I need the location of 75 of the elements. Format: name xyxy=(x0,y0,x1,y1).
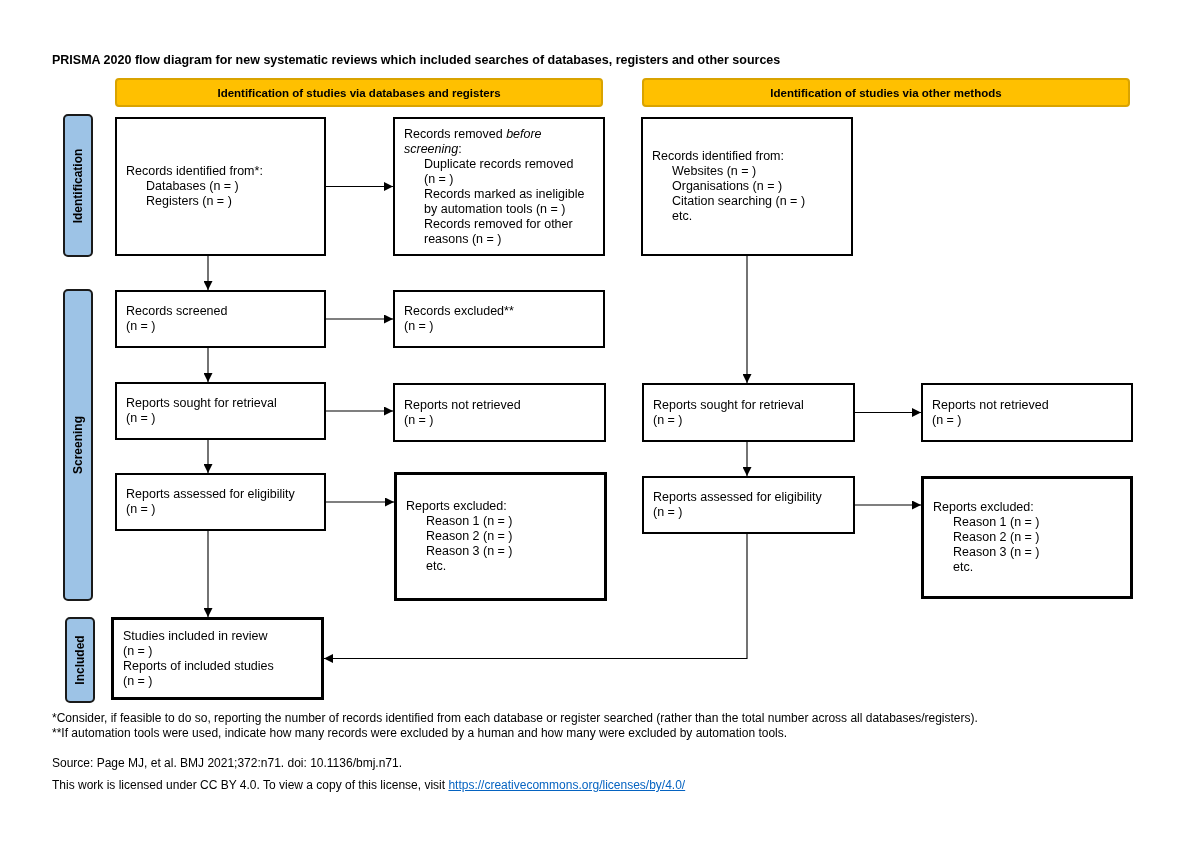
step-text: Duplicate records removed (n = ) xyxy=(424,156,575,187)
process-box xyxy=(115,473,326,531)
step-text: Records identified from*: xyxy=(126,164,263,179)
section-title: Identification of studies via other methods xyxy=(770,85,1002,100)
arrow xyxy=(854,408,922,417)
footnote: *Consider, if feasible to do so, reporting the number of records identified from each database or register searched (rather than the total number across all databases/registers). xyxy=(52,711,979,726)
footnote: **If automation tools were used, indicate how many records were excluded by a human and how many were excluded by automation tools. xyxy=(52,726,789,741)
process-box xyxy=(115,290,326,348)
step-text: Reports of included studies (n = ) xyxy=(123,658,275,689)
section-header xyxy=(115,78,603,107)
license-link: https://creativecommons.org/licenses/by/4.0/ xyxy=(448,778,686,792)
arrow xyxy=(203,255,213,291)
step-text: Registers (n = ) xyxy=(146,194,232,209)
step-text: Records screened (n = ) xyxy=(126,304,229,334)
arrow xyxy=(854,500,922,510)
arrow xyxy=(325,406,394,416)
section-header xyxy=(642,78,1130,107)
step-text: Reason 1 (n = ) xyxy=(953,515,1040,530)
step-text: Reports sought for retrieval (n = ) xyxy=(653,397,805,428)
step-text: etc. xyxy=(426,559,447,574)
step-text: Reports not retrieved (n = ) xyxy=(404,397,522,428)
step-text: Records identified from: xyxy=(652,149,784,164)
process-box xyxy=(642,383,855,442)
diagram-title: PRISMA 2020 flow diagram for new systematic reviews which included searches of databases, registers and other sources xyxy=(52,52,781,68)
step-text: Records removed before screening: xyxy=(404,126,543,157)
phase-label: Screening xyxy=(71,416,85,474)
arrow xyxy=(742,441,752,477)
step-text: Reports assessed for eligibility (n = ) xyxy=(653,490,823,520)
arrow xyxy=(203,439,213,474)
arrow xyxy=(203,530,213,618)
license-note: This work is licensed under CC BY 4.0. To view a copy of this license, visit https://creativecommons.org/licenses/by/4.0/ xyxy=(52,778,687,793)
step-text: etc. xyxy=(672,209,693,224)
phase-label: Identification xyxy=(71,148,85,223)
process-box xyxy=(111,617,324,700)
arrow xyxy=(742,255,752,384)
phase-bar xyxy=(63,114,93,257)
step-text: Reason 2 (n = ) xyxy=(953,530,1040,545)
step-text: Reason 3 (n = ) xyxy=(426,544,513,559)
arrow xyxy=(325,497,395,507)
process-box xyxy=(393,290,605,348)
arrow xyxy=(203,347,213,383)
source-citation: Source: Page MJ, et al. BMJ 2021;372:n71. doi: 10.1136/bmj.n71. xyxy=(52,756,403,771)
step-text: Studies included in review (n = ) xyxy=(123,628,269,659)
process-box xyxy=(394,472,607,601)
process-box xyxy=(642,476,855,534)
step-text: Reports excluded: xyxy=(933,500,1034,515)
step-text: Organisations (n = ) xyxy=(672,179,783,194)
process-box xyxy=(115,117,326,256)
process-box xyxy=(115,382,326,440)
step-text: Reports excluded: xyxy=(406,499,507,514)
step-text: Reports sought for retrieval (n = ) xyxy=(126,396,278,426)
step-text: Reason 2 (n = ) xyxy=(426,529,513,544)
arrow xyxy=(325,314,394,324)
arrow xyxy=(325,182,394,191)
step-text: Records excluded** (n = ) xyxy=(404,304,515,334)
process-box xyxy=(921,383,1133,442)
section-title: Identification of studies via databases and registers xyxy=(217,85,501,100)
step-text: Records marked as ineligible by automation tools (n = ) xyxy=(424,186,586,217)
process-box xyxy=(393,383,606,442)
step-text: Citation searching (n = ) xyxy=(672,194,806,209)
step-text: etc. xyxy=(953,560,974,575)
step-text: Reason 3 (n = ) xyxy=(953,545,1040,560)
step-text: Reports assessed for eligibility (n = ) xyxy=(126,487,296,517)
step-text: Reports not retrieved (n = ) xyxy=(932,397,1050,428)
phase-label: Included xyxy=(73,635,87,685)
step-text: Reason 1 (n = ) xyxy=(426,514,513,529)
step-text: Websites (n = ) xyxy=(672,164,757,179)
process-box xyxy=(921,476,1133,599)
step-text: Databases (n = ) xyxy=(146,179,239,194)
phase-bar xyxy=(63,289,93,601)
step-text: Records removed for other reasons (n = ) xyxy=(424,216,574,247)
process-box xyxy=(393,117,605,256)
arrow xyxy=(323,533,748,663)
phase-bar xyxy=(65,617,95,703)
process-box xyxy=(641,117,853,256)
